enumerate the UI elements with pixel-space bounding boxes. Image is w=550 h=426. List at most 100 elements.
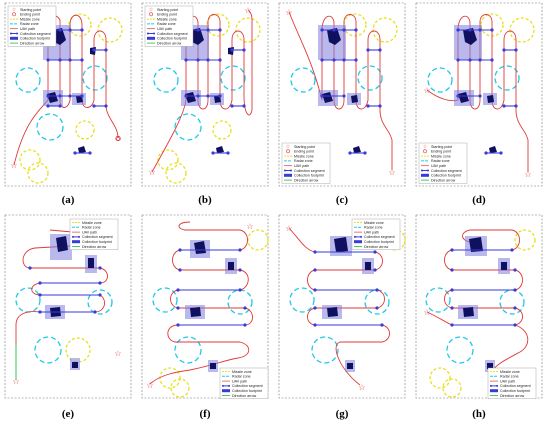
legend-label: UAV path xyxy=(20,27,35,31)
legend-item: Direction arrow xyxy=(72,245,107,249)
legend-label: Starting point xyxy=(294,145,315,149)
legend-item: UAV path xyxy=(72,230,97,234)
panel-caption: (a) xyxy=(62,194,75,206)
radar-zone xyxy=(15,67,41,93)
missile-zone xyxy=(372,17,398,43)
legend-item: Radar zone xyxy=(284,159,313,163)
legend-label: Missile zone xyxy=(431,154,451,158)
legend-item: Radar zone xyxy=(72,226,101,230)
legend-item: Direction arrow xyxy=(490,394,525,398)
missile-zone xyxy=(75,120,95,140)
legend-item: ☆Starting point xyxy=(12,7,41,13)
legend-label: Missile zone xyxy=(20,17,40,21)
target-area xyxy=(56,236,68,252)
radar-zone xyxy=(174,336,202,364)
legend-item: Collection footprint xyxy=(354,240,394,244)
legend-item: Collection footprint xyxy=(490,389,530,393)
legend-item: Missile zone xyxy=(147,17,177,21)
radar-zone xyxy=(364,289,390,315)
legend-item: Collection segment xyxy=(72,235,113,239)
target-area xyxy=(327,307,338,317)
legend-item: UAV path xyxy=(222,379,247,383)
legend-label: Collection segment xyxy=(157,32,188,36)
legend-item: Missile zone xyxy=(72,221,102,225)
legend-item: UAV path xyxy=(354,230,379,234)
target-area xyxy=(185,92,196,103)
legend-label: UAV path xyxy=(364,230,379,234)
panel-frame xyxy=(141,2,269,187)
legend-label: Ending point xyxy=(157,13,177,17)
radar-zone xyxy=(220,65,246,91)
legend-label: Missile zone xyxy=(157,17,177,21)
panel-frame xyxy=(278,214,406,399)
legend-label: UAV path xyxy=(157,27,172,31)
legend-label: Starting point xyxy=(431,145,452,149)
radar-zone xyxy=(152,287,178,313)
legend-item: Direction arrow xyxy=(284,178,319,182)
target-area xyxy=(458,92,469,103)
legend-label: Collection segment xyxy=(20,32,51,36)
uav-route xyxy=(288,227,390,386)
legend-label: Starting point xyxy=(157,8,178,12)
legend-label: Radar zone xyxy=(364,226,383,230)
legend-label: UAV path xyxy=(232,379,247,383)
target-area xyxy=(194,241,206,254)
legend-label: UAV path xyxy=(431,164,446,168)
radar-zone xyxy=(425,287,451,313)
radar-zone xyxy=(427,67,453,93)
target-area xyxy=(489,146,497,153)
legend-label: Direction arrow xyxy=(364,245,389,249)
legend-item: Ending point xyxy=(286,149,314,154)
radar-zone xyxy=(494,65,520,91)
legend-item: Direction arrow xyxy=(147,41,182,45)
legend-item: Missile zone xyxy=(354,221,384,225)
legend-label: Collection footprint xyxy=(500,389,530,393)
missile-zone xyxy=(247,229,269,251)
legend-item: Collection segment xyxy=(421,169,462,173)
legend-item: Missile zone xyxy=(421,154,451,158)
legend-item: Missile zone xyxy=(222,370,252,374)
legend-item: UAV path xyxy=(147,27,172,31)
legend-item: Ending point xyxy=(12,12,40,17)
legend-label: Missile zone xyxy=(294,154,314,158)
legend-label: Collection segment xyxy=(294,169,325,173)
missile-zone xyxy=(509,17,535,43)
legend-item: Collection footprint xyxy=(222,389,262,393)
start-marker: ☆ xyxy=(285,224,292,233)
target-area xyxy=(190,28,204,45)
start-marker: ☆ xyxy=(146,381,153,390)
legend-item: Collection segment xyxy=(354,235,395,239)
legend-label: Collection footprint xyxy=(20,37,50,41)
legend-item: Ending point xyxy=(423,149,451,154)
radar-zone xyxy=(174,113,202,141)
legend-label: Direction arrow xyxy=(157,41,182,45)
start-marker: ☆ xyxy=(285,8,292,17)
missile-zone xyxy=(97,17,123,43)
start-marker: ☆ xyxy=(10,161,17,170)
legend-item: Direction arrow xyxy=(421,178,456,182)
legend-label: Ending point xyxy=(20,13,40,17)
legend-label: Collection footprint xyxy=(82,240,112,244)
legend-item: Radar zone xyxy=(222,375,251,379)
radar-zone xyxy=(36,113,64,141)
target-area xyxy=(216,146,224,153)
panel-frame xyxy=(415,2,543,187)
legend-label: Missile zone xyxy=(82,221,102,225)
target-area xyxy=(327,28,341,45)
end-marker: ☆ xyxy=(244,6,251,15)
radar-zone xyxy=(15,287,41,313)
radar-zone xyxy=(290,67,316,93)
panel-caption: (b) xyxy=(198,194,212,206)
end-marker: ☆ xyxy=(246,222,253,231)
target-area xyxy=(347,363,353,369)
end-marker: ☆ xyxy=(388,168,395,177)
legend-label: UAV path xyxy=(294,164,309,168)
missile-zone xyxy=(157,149,179,171)
